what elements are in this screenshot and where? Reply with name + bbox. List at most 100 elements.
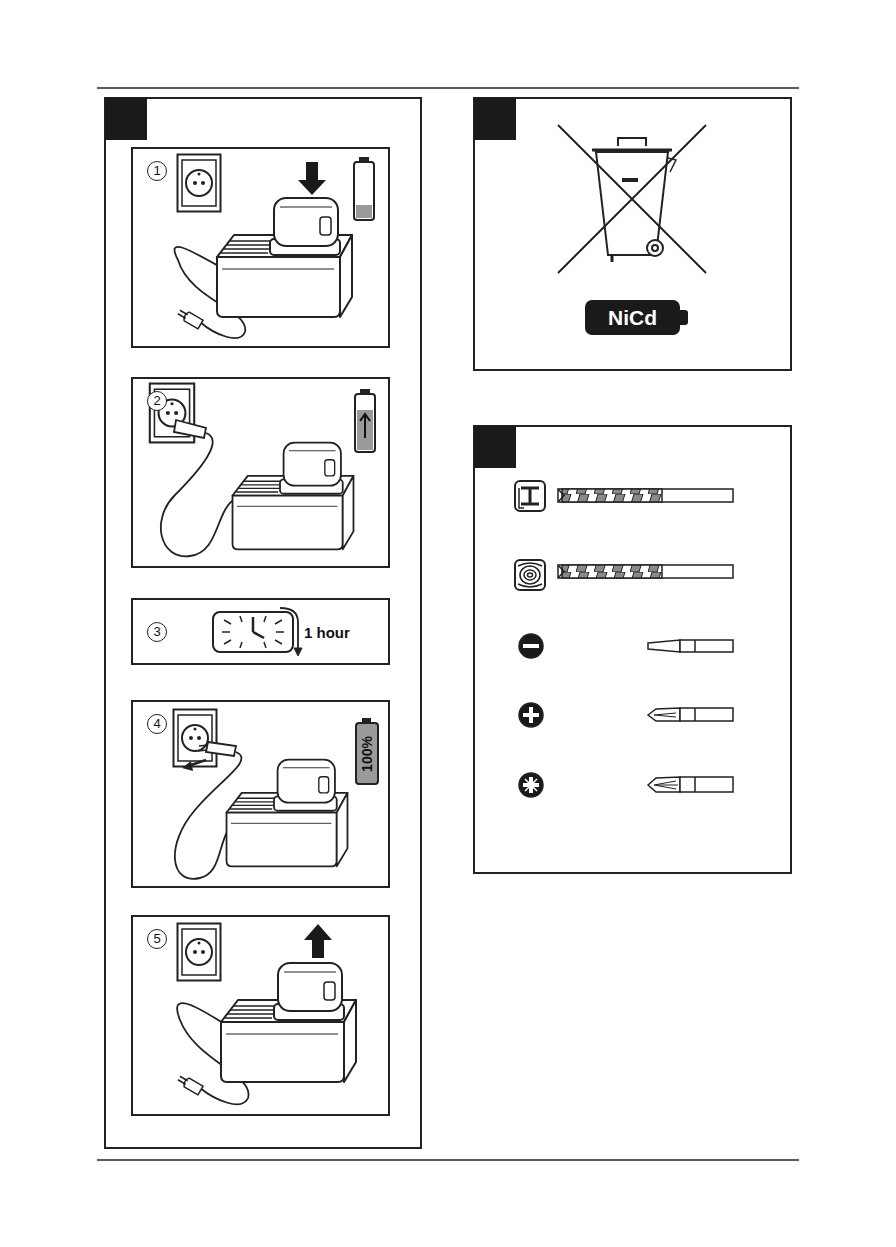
page-rules bbox=[97, 88, 799, 1160]
panel-frames-part bbox=[474, 98, 791, 370]
callout-number: 1 bbox=[147, 161, 167, 181]
drill-bits-part bbox=[562, 565, 662, 578]
drill-bits-part bbox=[515, 560, 545, 590]
page-rules-part bbox=[97, 87, 799, 89]
step3-clock-part bbox=[224, 640, 231, 644]
panel-tabs-part bbox=[105, 98, 147, 140]
screwdriver-bits-part bbox=[519, 773, 543, 797]
step4-art-part bbox=[174, 710, 217, 767]
step-box: 2 bbox=[131, 377, 390, 568]
step4-art-part bbox=[198, 750, 207, 751]
crossed-bin bbox=[558, 125, 706, 273]
step3-clock-part bbox=[224, 620, 231, 624]
step1-art-part bbox=[354, 157, 374, 220]
drill-bits-part bbox=[520, 566, 540, 584]
screwdriver-bits-part bbox=[648, 640, 680, 652]
crossed-bin-part bbox=[652, 245, 658, 251]
step2-art-part bbox=[355, 389, 375, 452]
battery-badge: 100% bbox=[355, 722, 379, 785]
screwdriver-bits-part bbox=[680, 777, 733, 792]
step-box: 4 100% bbox=[131, 700, 390, 888]
step1-art-part bbox=[217, 198, 352, 317]
step1-art-part bbox=[178, 155, 221, 212]
step2-art-part bbox=[233, 443, 354, 550]
drill-bits-part bbox=[521, 488, 539, 504]
step3-clock-part bbox=[252, 617, 255, 632]
crossed-bin-part bbox=[558, 125, 706, 273]
step3-clock-part bbox=[280, 608, 298, 652]
screwdriver-bits bbox=[519, 634, 733, 797]
drill-bits-part bbox=[558, 489, 564, 502]
drill-bits-part bbox=[515, 481, 545, 511]
step5-art bbox=[176, 924, 356, 1105]
screwdriver-bits-part bbox=[694, 708, 696, 721]
screwdriver-bits-part bbox=[519, 703, 543, 727]
screwdriver-bits-part bbox=[654, 781, 678, 789]
nicd-badge: NiCd bbox=[585, 300, 680, 335]
screwdriver-bits-part bbox=[648, 777, 680, 792]
crossed-bin-part bbox=[622, 178, 638, 182]
step1-art-part bbox=[298, 162, 326, 195]
step-box: 3 bbox=[131, 598, 390, 665]
crossed-bin-part bbox=[647, 240, 663, 256]
screwdriver-bits-part bbox=[519, 634, 543, 658]
step1-art bbox=[174, 155, 374, 339]
page-rules-part bbox=[97, 1159, 799, 1161]
screwdriver-bits-part bbox=[654, 713, 676, 717]
drill-bits-part bbox=[558, 565, 733, 578]
step3-clock-part bbox=[294, 648, 302, 656]
screwdriver-bits-part bbox=[525, 779, 537, 791]
step3-clock-part bbox=[213, 612, 293, 652]
panel-frames-part bbox=[474, 426, 791, 873]
crossed-bin-part bbox=[618, 138, 646, 146]
step5-art-part bbox=[178, 924, 221, 981]
callout-number: 3 bbox=[147, 622, 167, 642]
step3-clock-part bbox=[240, 642, 242, 648]
screwdriver-bits-part bbox=[680, 640, 733, 652]
step1-art-part bbox=[356, 205, 372, 218]
step3-clock-part bbox=[275, 640, 282, 644]
step-box: 5 bbox=[131, 915, 390, 1116]
screwdriver-bits-part bbox=[694, 777, 696, 792]
callout-number: 2 bbox=[147, 391, 167, 411]
step4-art-part bbox=[199, 745, 208, 746]
drill-bits-part bbox=[558, 565, 564, 578]
panel-tabs-part bbox=[474, 98, 516, 140]
step4-art bbox=[174, 710, 348, 879]
drill-bits-part bbox=[558, 489, 733, 502]
drill-bits-part bbox=[528, 573, 533, 577]
drill-bits-part bbox=[518, 563, 542, 587]
crossed-bin-part bbox=[596, 152, 668, 255]
drill-bits bbox=[515, 481, 733, 590]
step3-clock-part bbox=[264, 616, 266, 622]
step3-clock-part bbox=[264, 642, 266, 648]
step5-art-part bbox=[221, 963, 356, 1082]
step3-clock-part bbox=[240, 616, 242, 622]
badge-text: NiCd bbox=[608, 306, 657, 330]
step4-art-part bbox=[182, 761, 193, 771]
step3-clock-part bbox=[253, 632, 264, 638]
crossed-bin-part bbox=[558, 125, 706, 273]
callout-number: 4 bbox=[147, 714, 167, 734]
panel-frames bbox=[105, 98, 791, 1148]
screwdriver-bits-part bbox=[648, 708, 680, 721]
screwdriver-bits-part bbox=[529, 707, 533, 723]
drill-bits-part bbox=[519, 488, 524, 508]
screwdriver-bits-part bbox=[523, 644, 539, 648]
step-box: 1 bbox=[131, 147, 390, 348]
step3-clock bbox=[213, 608, 302, 656]
screwdriver-bits-part bbox=[694, 640, 696, 652]
crossed-bin-part bbox=[592, 149, 672, 152]
panel-tabs-part bbox=[474, 426, 516, 468]
panel-tabs bbox=[105, 98, 516, 468]
step2-art-part bbox=[161, 433, 236, 556]
step2-art bbox=[150, 384, 375, 557]
drill-bits-part bbox=[524, 570, 536, 580]
panel-frames-part bbox=[105, 98, 421, 1148]
step3-clock-part bbox=[276, 631, 284, 633]
drill-bits-part bbox=[562, 489, 662, 502]
step5-art-part bbox=[176, 1074, 203, 1095]
